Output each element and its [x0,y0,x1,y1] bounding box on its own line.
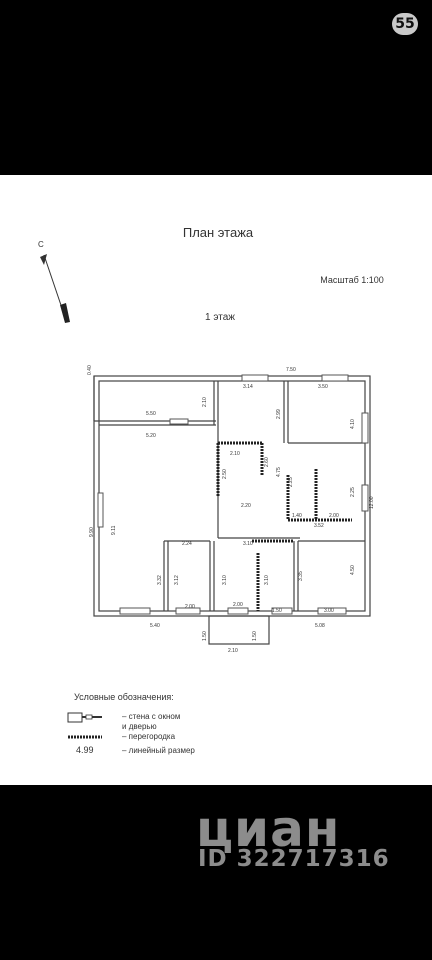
legend-wall-label-2: и дверью [122,722,157,731]
floor-plan-sheet: План этажа Масштаб 1:100 1 этаж С [0,175,432,785]
legend-title: Условные обозначения: [74,692,174,702]
dim-label: 7.50 [286,367,296,373]
dim-label: 2.50 [222,469,228,479]
windows [97,374,369,615]
dim-label: 4.50 [350,565,356,575]
dim-label: 1.50 [252,631,258,641]
notification-badge: 55 [392,13,418,35]
dim-label: 5.20 [146,433,156,439]
dim-label: 3.12 [174,575,180,585]
dim-label: 3.10 [264,575,270,585]
dim-label: 2.10 [230,451,240,457]
dim-label: 4.75 [276,467,282,477]
dim-label: 2.10 [202,397,208,407]
dim-label: 1.50 [202,631,208,641]
dim-label: 1.50 [272,608,282,614]
dim-label: 5.40 [150,623,160,629]
scale-label: Масштаб 1:100 [320,275,384,285]
dim-label: 3.14 [243,384,253,390]
dim-label: 9.90 [89,527,95,537]
dim-label: 12.00 [369,496,375,509]
dim-label: 1.40 [292,513,302,519]
dim-label: 2.99 [276,409,282,419]
dim-label: 2.60 [264,457,270,467]
watermark-logo: циан [196,800,341,858]
dim-label: 3.32 [157,575,163,585]
dim-label: 2.20 [241,503,251,509]
dim-label: 5.50 [146,411,156,417]
floor-label: 1 этаж [205,312,235,323]
dim-label: 2.10 [228,648,238,654]
north-label: С [38,240,44,249]
dim-label: 3.50 [318,384,328,390]
north-arrow-icon: С [38,240,70,323]
legend-dimension-label: – линейный размер [122,746,195,755]
plan-title: План этажа [183,225,254,240]
legend-partition-label: – перегородка [122,732,176,741]
dim-label: 2.25 [350,487,356,497]
walls [93,375,371,645]
watermark-id: ID 322717316 [198,846,390,872]
dim-label: 2.00 [185,604,195,610]
dim-label: 2.00 [233,602,243,608]
dim-label: 0.40 [87,365,93,375]
dimension-labels: 0.40 7.50 2.10 3.14 3.50 5.50 2.99 4.10 … [87,365,375,654]
dim-label: 2.00 [329,513,339,519]
legend-wall-symbol-icon [67,712,102,723]
floor-plan-drawing: План этажа Масштаб 1:100 1 этаж С [38,225,384,755]
dim-label: 3.52 [314,523,324,529]
dim-label: 9.11 [111,525,117,535]
dim-label: 2.25 [288,477,294,487]
dim-label: 3.00 [324,608,334,614]
dim-label: 5.08 [315,623,325,629]
dim-label: 3.35 [298,571,304,581]
legend-wall-label: – стена с окном [122,712,180,721]
partitions [216,441,352,611]
legend-dimension-sample: 4.99 [76,745,94,755]
dim-label: 3.10 [243,541,253,547]
dim-label: 3.10 [222,575,228,585]
dim-label: 2.24 [182,541,192,547]
dim-label: 4.10 [350,419,356,429]
